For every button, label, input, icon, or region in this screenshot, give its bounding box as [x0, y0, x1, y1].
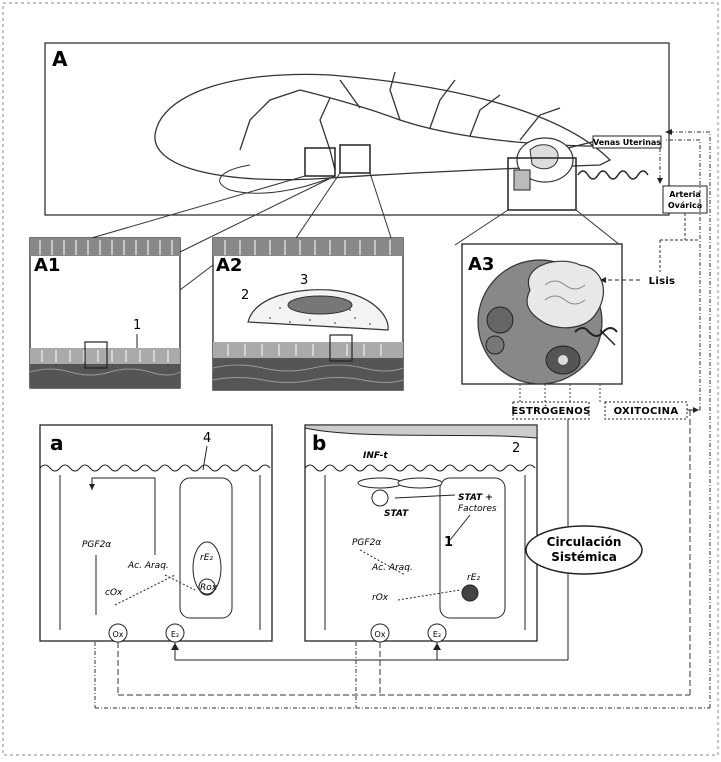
label-2: 2 — [241, 288, 249, 303]
label-1: 1 — [133, 318, 141, 333]
b-rox: rOx — [372, 593, 389, 603]
A1-A2-link — [180, 265, 213, 290]
panel-a-label: a — [50, 431, 64, 455]
b-re2-circle — [462, 585, 478, 601]
label-2b: 2 — [512, 441, 520, 456]
a-ac-araq: Ac. Araq. — [127, 561, 169, 571]
panel-a-box — [40, 425, 272, 641]
panel-A3: A3 — [462, 244, 622, 384]
b-re2: rE₂ — [467, 573, 480, 583]
estrogenos-label: ESTRÓGENOS — [511, 404, 590, 417]
b-ox-label: Ox — [374, 630, 385, 639]
circulacion-label-1: Circulación — [547, 535, 622, 549]
b-inf-t: INF-t — [363, 451, 388, 461]
label-3: 3 — [300, 273, 308, 288]
a-cox: cOx — [105, 588, 123, 598]
A2-stroma — [213, 358, 403, 390]
follicle-1 — [487, 307, 513, 333]
panel-a: a 4 PGF2α Ac. Araq. cOx rE₂ Rox Ox E₂ — [40, 425, 272, 642]
a-e2-label: E₂ — [171, 630, 179, 639]
panel-b-label: b — [312, 431, 326, 455]
ovary-detail — [514, 170, 530, 190]
panel-A2: A2 2 3 — [213, 238, 403, 390]
b-stat-factor-1: STAT + — [458, 493, 493, 503]
label-4: 4 — [203, 431, 211, 446]
b-pgf2a: PGF2α — [352, 538, 381, 548]
a-re2: rE₂ — [200, 553, 213, 563]
e2-arrow-b — [433, 643, 441, 650]
follicle-2 — [486, 336, 504, 354]
venas-uterinas-label: Venas Uterinas — [593, 138, 661, 147]
oxitocina-arrowhead — [693, 407, 699, 413]
panel-A: A Venas Uterinas Ar — [45, 43, 707, 215]
A1-epithelium — [30, 348, 180, 364]
e2-arrow-a — [171, 643, 179, 650]
b-receptor-right — [398, 478, 442, 488]
a-pgf2a: PGF2α — [82, 540, 111, 550]
lisis-label: Lisis — [649, 276, 676, 287]
corpus-luteum — [527, 261, 603, 328]
panel-A1-label: A1 — [34, 255, 60, 276]
oxitocina-label: OXITOCINA — [614, 406, 679, 417]
arteria-label-1: Arteria — [669, 190, 700, 199]
embryo-disc — [288, 296, 352, 314]
b-receptor-left — [358, 478, 402, 488]
A2-epithelium — [213, 342, 403, 358]
a-ox-label: Ox — [112, 630, 123, 639]
panel-A2-label: A2 — [216, 255, 242, 276]
A3-down-lines — [520, 384, 600, 402]
b-stat: STAT — [384, 509, 409, 519]
panel-A-label: A — [52, 47, 68, 71]
circulacion-label-2: Sistémica — [551, 550, 617, 564]
panel-A1: A1 1 — [30, 238, 180, 388]
panel-b: b 2 INF-t STAT STAT + Factores 1 PGF2α A… — [305, 425, 537, 642]
b-stat-factor-2: Factores — [458, 504, 497, 514]
corpus-luteum-small — [530, 145, 558, 169]
arteria-label-2: Ovárica — [668, 201, 702, 210]
b-stat-circle — [372, 490, 388, 506]
b-e2-label: E₂ — [433, 630, 441, 639]
panel-A3-label: A3 — [468, 254, 494, 275]
follicle-oocyte — [558, 355, 568, 365]
panel-b-box — [305, 425, 537, 641]
